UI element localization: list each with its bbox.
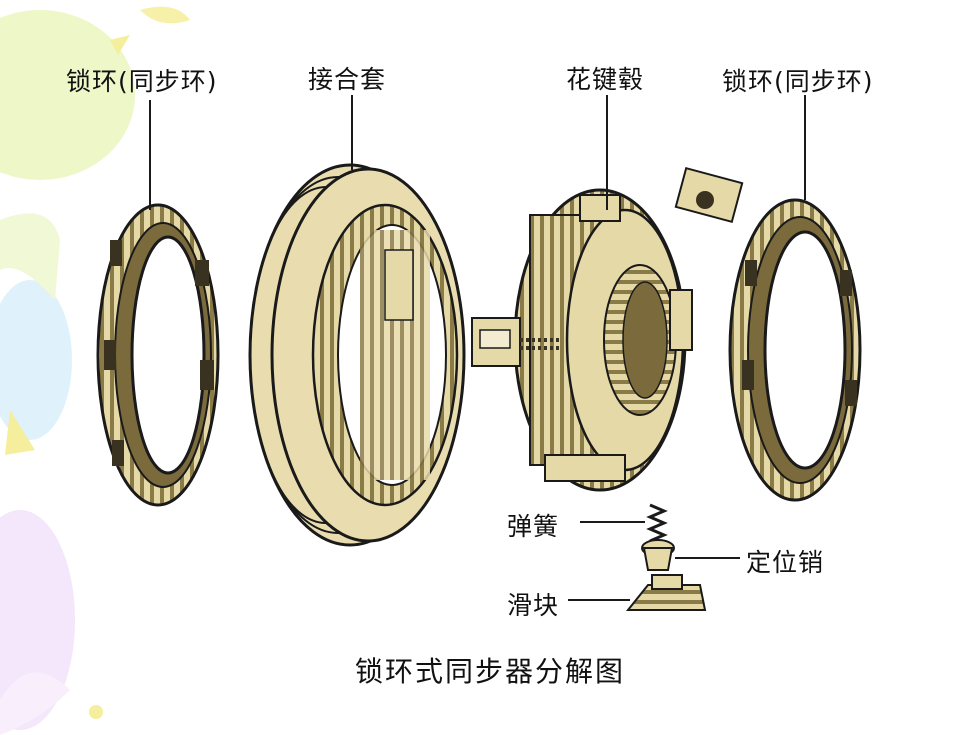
lock-ring-right	[728, 198, 862, 502]
deco-yellow-leaf-2	[110, 35, 130, 55]
diagram-caption: 锁环式同步器分解图	[354, 655, 625, 688]
deco-yellow-dot	[89, 705, 103, 719]
lock-ring-left	[96, 203, 220, 507]
label-spring: 弹簧	[507, 512, 560, 541]
spring	[646, 503, 668, 543]
slider-bottom	[625, 574, 707, 611]
label-sleeve: 接合套	[308, 65, 387, 94]
deco-yellow-tri	[5, 410, 35, 455]
spline-hub	[513, 188, 693, 492]
deco-pink-swirl	[0, 672, 70, 735]
deco-green-blob	[0, 10, 135, 180]
label-lock-ring-right: 锁环(同步环)	[722, 67, 874, 96]
slider-top	[674, 166, 744, 224]
deco-pink-blob	[0, 510, 75, 730]
label-lock-ring-left: 锁环(同步环)	[66, 67, 218, 96]
deco-green-curve	[0, 213, 60, 300]
deco-yellow-leaf	[140, 6, 190, 24]
label-spline-hub: 花键毂	[566, 65, 645, 94]
slider-left	[471, 317, 560, 367]
deco-blue-blob	[0, 280, 72, 440]
label-slider: 滑块	[507, 591, 560, 620]
leader-lines	[149, 95, 806, 601]
locating-pin	[641, 539, 675, 571]
sleeve	[248, 163, 466, 547]
label-locating-pin: 定位销	[746, 548, 825, 577]
